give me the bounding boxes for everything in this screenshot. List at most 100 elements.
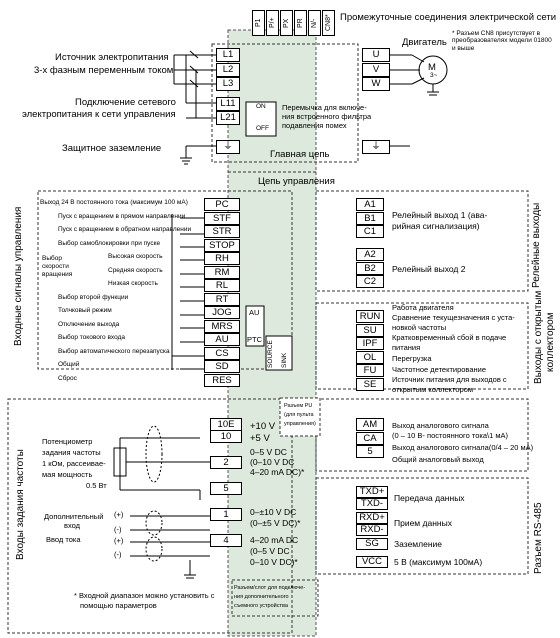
relay2-label: Релейный выход 2 bbox=[392, 264, 466, 274]
terminal-l2: L2 bbox=[216, 62, 240, 77]
terminal-c1: C1 bbox=[356, 225, 384, 238]
main-circuit-frame bbox=[211, 43, 359, 163]
switch-off: OFF bbox=[256, 125, 269, 132]
relay1-label-1: Релейный выход 1 (ава- bbox=[392, 210, 488, 220]
control-supply-label-1: Подключение сетевого bbox=[75, 97, 176, 108]
t2-label-1: 0–5 V DC bbox=[250, 447, 287, 457]
terminal-stop: STOP bbox=[204, 238, 240, 252]
terminal-res: RES bbox=[204, 373, 240, 387]
input-label-rh: Высокая скорость bbox=[108, 253, 163, 260]
aux-plus: (+) bbox=[114, 510, 124, 519]
oc-label-8: открытым коллектором bbox=[392, 385, 474, 394]
terminal-a1: A1 bbox=[356, 198, 384, 211]
inputs-frame bbox=[37, 190, 293, 370]
t4-label-2: (0–5 V DC bbox=[250, 546, 290, 556]
input-label-pc: Выход 24 В постоянного тока (максимум 10… bbox=[40, 199, 188, 206]
terminal-txd-: TXD- bbox=[356, 498, 388, 510]
terminal-u: U bbox=[362, 48, 390, 62]
relay1-label-2: рийная сигнализация) bbox=[392, 221, 480, 231]
terminal-p1: P1 bbox=[252, 10, 265, 36]
source-label-2: 3-х фазным переменным током bbox=[34, 65, 174, 76]
terminal-a2: A2 bbox=[356, 248, 384, 261]
input-label-sd: Общий bbox=[58, 361, 80, 368]
motor-phase: 3~ bbox=[430, 72, 438, 79]
control-supply-label-2: электропитания к сети управления bbox=[22, 109, 176, 120]
oc-group-label-2: коллектором bbox=[545, 312, 556, 372]
terminal-p-: P/+ bbox=[266, 10, 279, 36]
pu-connector-2: управления) bbox=[284, 421, 316, 427]
pu-connector-0: Разъем PU bbox=[284, 403, 313, 409]
speed-select-3: вращения bbox=[42, 271, 73, 278]
terminal-vcc: VCC bbox=[356, 556, 388, 568]
control-title: Цепь управления bbox=[258, 176, 335, 187]
option-frame bbox=[231, 579, 319, 617]
rs485-label-3: 5 В (максимум 100мА) bbox=[394, 557, 483, 567]
aux-input-1: Дополнительный bbox=[44, 512, 104, 521]
common-label: Общий аналоговый выход bbox=[392, 455, 484, 464]
current-input: Ввод тока bbox=[46, 535, 81, 544]
terminal-rl: RL bbox=[204, 279, 240, 292]
inputs-group-label: Входные сигналы управления bbox=[13, 206, 24, 346]
terminal-px: PX bbox=[280, 10, 293, 36]
input-label-rm: Средняя скорость bbox=[108, 266, 163, 274]
filter-note-2: ния встроенного фильтра bbox=[282, 112, 372, 121]
option-connector-1: ния дополнительного bbox=[234, 594, 289, 600]
ground-label: Защитное заземление bbox=[62, 143, 162, 154]
terminal-au: AU bbox=[204, 333, 240, 346]
input-label-stf: Пуск с вращением в прямом направлении bbox=[58, 212, 186, 220]
terminal-run: RUN bbox=[356, 310, 384, 323]
source-label-1: Источник электропитания bbox=[55, 52, 169, 63]
terminal-txd-: TXD+ bbox=[356, 486, 388, 498]
motor-label: Двигатель bbox=[402, 37, 447, 48]
terminal-pc: PC bbox=[204, 198, 240, 211]
input-wires bbox=[171, 214, 204, 370]
pu-connector-1: (для пульта bbox=[284, 412, 314, 418]
aux-input-2: вход bbox=[64, 521, 81, 530]
v10e-label: +10 V bbox=[250, 421, 276, 432]
terminal-v: V bbox=[362, 62, 390, 77]
speed-select-2: скорости bbox=[42, 263, 69, 270]
oc-label-6: Частотное детектирование bbox=[392, 365, 487, 374]
switch-on: ON bbox=[256, 103, 266, 110]
terminal-am: AM bbox=[356, 418, 384, 431]
dc-bus-title: Промежуточные соединения электрической с… bbox=[340, 12, 557, 23]
filter-note-3: подавления помех bbox=[282, 121, 347, 130]
terminal-10: 10 bbox=[210, 430, 242, 443]
pot-label-4: 0.5 Вт bbox=[86, 481, 107, 490]
input-label-rl: Низкая скорость bbox=[108, 280, 158, 287]
oc-group-label-1: Выходы с открытым bbox=[533, 290, 544, 384]
oc-label-0: Работа двигателя bbox=[392, 303, 454, 312]
pot-label-2: 1 кОм, рассеивае- bbox=[42, 459, 106, 468]
rs485-group-label: Разъем RS-485 bbox=[533, 502, 544, 574]
terminal-l1: L1 bbox=[216, 48, 240, 62]
terminal-ol: OL bbox=[356, 350, 384, 364]
ground-terminal: ⏚ bbox=[216, 140, 240, 154]
t2-label-3: 4–20 mA DC)* bbox=[250, 467, 305, 477]
relay-frame bbox=[315, 190, 529, 292]
am-label-2: (0 – 10 В- постоянного тока\1 мА) bbox=[392, 431, 508, 440]
analog-group-label: Входы задания частоты bbox=[15, 449, 26, 560]
analog-wires bbox=[113, 425, 210, 579]
input-label-rt: Выбор второй функции bbox=[58, 293, 129, 301]
terminal-jog: JOG bbox=[204, 306, 240, 319]
terminal-l21: L21 bbox=[216, 111, 240, 125]
power-input-wires bbox=[173, 50, 216, 165]
terminal-ca: CA bbox=[356, 431, 384, 445]
option-connector-0: Разъем/слот для подключе- bbox=[234, 585, 306, 591]
t4-label-3: 0–10 V DC)* bbox=[250, 557, 298, 567]
aux-minus: (-) bbox=[114, 525, 122, 534]
terminal-cs: CS bbox=[204, 346, 240, 360]
au-jumper: AU bbox=[249, 308, 260, 317]
terminal-su: SU bbox=[356, 323, 384, 337]
input-label-stop: Выбор самоблокировки при пуске bbox=[58, 239, 161, 247]
terminal-l3: L3 bbox=[216, 77, 240, 91]
terminal-rm: RM bbox=[204, 265, 240, 279]
rs485-label-2: Заземление bbox=[394, 539, 442, 549]
t4-label-1: 4–20 mA DC bbox=[250, 535, 299, 545]
rs485-label-1: Прием данных bbox=[394, 518, 452, 528]
terminal-rt: RT bbox=[204, 292, 240, 306]
t1-label-1: 0–±10 V DC bbox=[250, 507, 297, 517]
terminal-c2: C2 bbox=[356, 275, 384, 288]
terminal-rxd-: RXD- bbox=[356, 524, 388, 536]
